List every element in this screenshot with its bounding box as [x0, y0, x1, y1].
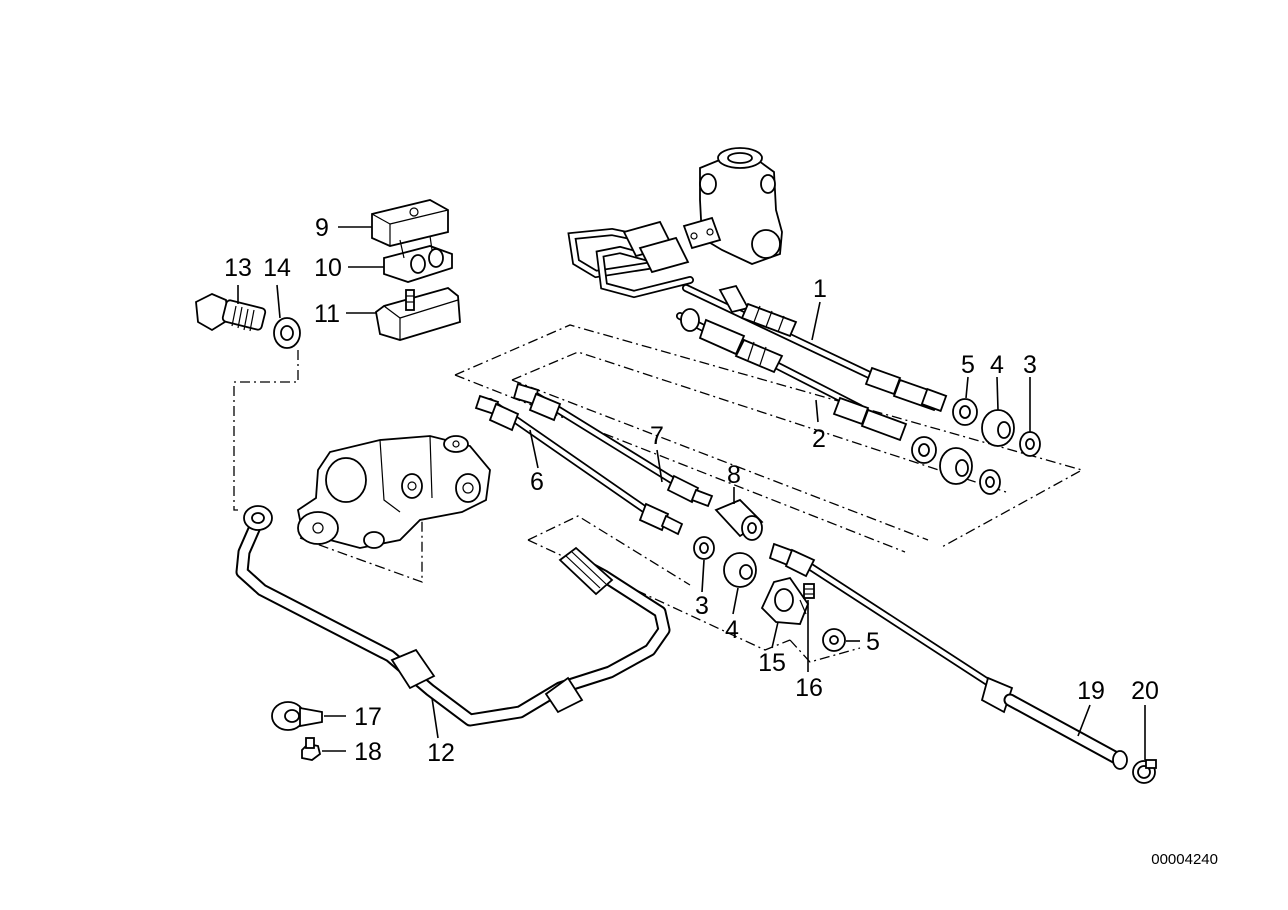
callout-8: 8 — [727, 461, 741, 489]
callout-1: 1 — [813, 275, 827, 303]
washer-part-3-upper — [979, 431, 1041, 495]
callout-9: 9 — [315, 214, 329, 242]
clamp-bracket-part-11 — [375, 287, 461, 341]
pressure-line-part-1 — [682, 284, 948, 413]
grommet-part-4-upper — [939, 409, 1015, 485]
leader-lines — [237, 226, 1146, 760]
callout-18: 18 — [354, 738, 382, 766]
pressure-line-part-6 — [474, 394, 684, 536]
callout-17: 17 — [354, 703, 382, 731]
washer-part-5-upper — [911, 398, 978, 464]
callout-4-upper: 4 — [990, 351, 1004, 379]
callout-15: 15 — [758, 649, 786, 677]
pressure-line-part-2 — [676, 308, 908, 442]
clamp-cover-part-9 — [371, 199, 449, 247]
callout-labels: 1 2 3 3 4 4 5 5 6 7 8 9 10 11 12 13 14 1… — [224, 214, 1159, 767]
hose-clamp-part-20 — [1132, 759, 1157, 784]
distribution-valve — [682, 147, 783, 265]
washer-part-5-lower — [822, 628, 846, 652]
callout-3-upper: 3 — [1023, 351, 1037, 379]
hose-clip-part-17 — [271, 701, 323, 731]
grommet-part-4-lower — [723, 552, 757, 588]
banjo-bolt-part-13 — [195, 293, 267, 332]
callout-12: 12 — [427, 739, 455, 767]
callout-13: 13 — [224, 254, 252, 282]
bent-line-loop — [567, 220, 694, 299]
steering-pump — [296, 435, 491, 549]
washer-part-3-lower — [693, 536, 715, 560]
adapter-part-8 — [714, 498, 764, 541]
diagram-reference-number: 00004240 — [1151, 851, 1218, 868]
callout-10: 10 — [314, 254, 342, 282]
pressure-line-part-7 — [512, 382, 714, 508]
callout-3-lower: 3 — [695, 592, 709, 620]
return-line-part-19 — [768, 542, 1128, 770]
washer-part-14 — [273, 317, 301, 349]
return-hose-part-12 — [235, 505, 671, 727]
callout-6: 6 — [530, 468, 544, 496]
bracket-part-15 — [760, 576, 810, 625]
callout-19: 19 — [1077, 677, 1105, 705]
callout-16: 16 — [795, 674, 823, 702]
callout-5-lower: 5 — [866, 628, 880, 656]
callout-4-lower: 4 — [725, 616, 739, 644]
bolt-part-18 — [301, 737, 322, 761]
callout-20: 20 — [1131, 677, 1159, 705]
screw-part-16 — [803, 583, 815, 599]
callout-2: 2 — [812, 425, 826, 453]
clamp-insert-part-10 — [383, 235, 453, 283]
callout-14: 14 — [263, 254, 291, 282]
callout-11: 11 — [314, 300, 340, 328]
callout-5-upper: 5 — [961, 351, 975, 379]
callout-7: 7 — [650, 422, 664, 450]
